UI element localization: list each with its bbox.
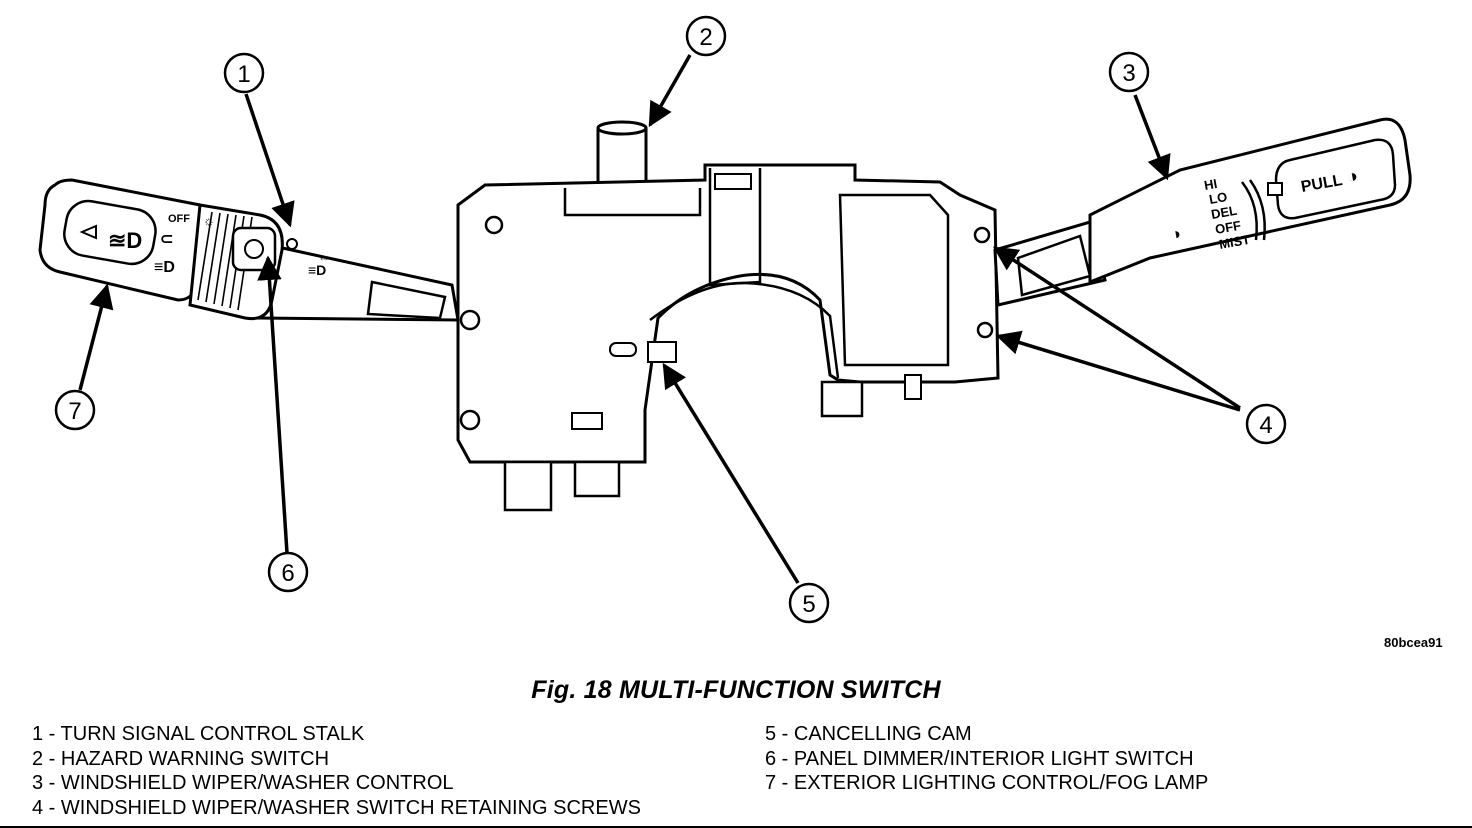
svg-text:7: 7 — [68, 398, 81, 425]
callout-leaders — [78, 54, 1241, 584]
svg-text:1: 1 — [237, 61, 250, 88]
wiper-label-mist: MIST — [1218, 232, 1251, 252]
svg-text:≡D: ≡D — [308, 262, 326, 278]
switch-housing — [456, 120, 1000, 512]
svg-text:2: 2 — [699, 24, 712, 51]
left-stalk-symbols: ≊D OFF ☼ ⊂ ≡D ≡D ⇔ — [79, 213, 330, 278]
svg-text:4: 4 — [1259, 412, 1272, 439]
left-stalk-off-label: OFF — [168, 213, 190, 225]
svg-text:≊D: ≊D — [108, 228, 142, 253]
svg-text:⇔: ⇔ — [318, 251, 330, 265]
legend-item-6: 6 - PANEL DIMMER/INTERIOR LIGHT SWITCH — [765, 747, 1194, 770]
svg-text:3: 3 — [1122, 60, 1135, 87]
callout-5: 5 — [788, 582, 830, 624]
callout-2: 2 — [685, 15, 727, 57]
bottom-rule — [0, 826, 1472, 828]
wiper-stalk-labels: HI LO DEL OFF MIST PULL ◑ ◑ — [1170, 165, 1360, 252]
svg-text:6: 6 — [281, 560, 294, 587]
wiper-label-off: OFF — [1214, 218, 1242, 237]
callout-7: 7 — [54, 389, 96, 431]
svg-text:≡D: ≡D — [154, 259, 175, 276]
svg-text:⊂: ⊂ — [160, 231, 173, 248]
legend-item-2: 2 - HAZARD WARNING SWITCH — [32, 747, 330, 770]
callout-6: 6 — [267, 551, 309, 593]
callout-4: 4 — [1245, 403, 1287, 445]
legend-item-3: 3 - WINDSHIELD WIPER/WASHER CONTROL — [32, 772, 454, 795]
svg-text:◑: ◑ — [1170, 226, 1182, 244]
legend-item-7: 7 - EXTERIOR LIGHTING CONTROL/FOG LAMP — [765, 772, 1209, 795]
svg-text:◑: ◑ — [1345, 165, 1359, 187]
legend-item-1: 1 - TURN SIGNAL CONTROL STALK — [32, 723, 365, 745]
figure-id-code: 80bcea91 — [1384, 635, 1443, 650]
svg-text:☼: ☼ — [203, 213, 215, 228]
multi-function-switch-diagram: ≊D OFF ☼ ⊂ ≡D ≡D ⇔ — [38, 15, 1412, 624]
legend-item-4: 4 - WINDSHIELD WIPER/WASHER SWITCH RETAI… — [32, 797, 641, 820]
wiper-label-del: DEL — [1210, 203, 1238, 222]
wiper-washer-stalk — [993, 117, 1412, 307]
wiper-label-hi: HI — [1203, 176, 1218, 193]
figure-caption: Fig. 18 MULTI-FUNCTION SWITCH — [531, 676, 941, 704]
legend-left-column: 1 - TURN SIGNAL CONTROL STALK 2 - HAZARD… — [32, 722, 641, 821]
legend-right-column: 5 - CANCELLING CAM 6 - PANEL DIMMER/INTE… — [765, 722, 1208, 796]
legend-item-5: 5 - CANCELLING CAM — [765, 723, 972, 745]
callout-3: 3 — [1108, 51, 1150, 93]
svg-text:5: 5 — [802, 591, 815, 618]
wiper-label-lo: LO — [1208, 189, 1228, 207]
callout-1: 1 — [223, 52, 265, 94]
